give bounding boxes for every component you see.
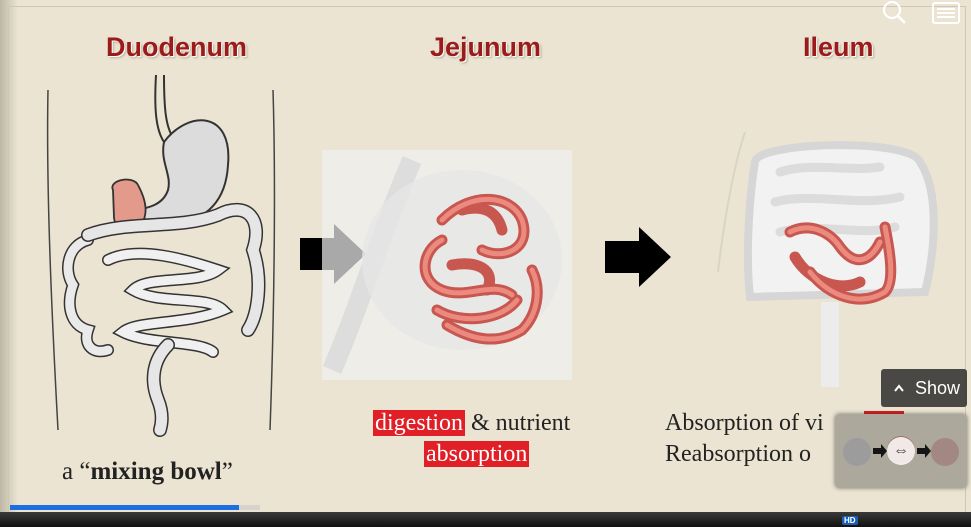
heading-ileum: Ileum [803,32,874,62]
expand-icon[interactable]: ⇔ [887,437,915,465]
caption-absorption: absorption [424,441,530,468]
caption-ileum-line1: Absorption of vi [665,410,824,436]
progress-fill [10,505,239,510]
duodenum-illustration [46,74,276,437]
heading-duodenum: Duodenum [106,32,247,62]
highlight-digestion: digestion [373,410,465,436]
show-button[interactable]: Show [881,369,967,407]
caption-mixing-suffix: ” [221,458,233,485]
highlight-absorption: absorption [424,441,530,467]
heading-jejunum: Jejunum [430,32,542,62]
left-edge-shade [0,0,18,527]
show-label: Show [915,377,961,398]
menu-button[interactable] [931,0,961,26]
mini-player-thumbnail[interactable]: ⇔ [835,414,967,488]
hd-badge: HD [842,516,858,525]
caption-digestion-rest: & nutrient [465,410,571,436]
search-button[interactable] [879,0,909,26]
caption-mixing-bold: mixing bowl [90,458,222,485]
caption-mixing-prefix: a “ [62,458,91,485]
search-icon [882,0,906,24]
player-control-bar [0,512,971,527]
caption-mixing-bowl: a “mixing bowl” [62,458,233,486]
caption-ileum-line2: Reabsorption o [665,441,811,467]
caption-digestion: digestion & nutrient [373,410,570,437]
arrow-right-icon [605,227,671,287]
jejunum-illustration [322,150,572,380]
chevron-up-icon [894,384,904,392]
ileum-illustration [717,132,938,387]
top-controls [879,0,961,26]
menu-icon [932,2,960,24]
